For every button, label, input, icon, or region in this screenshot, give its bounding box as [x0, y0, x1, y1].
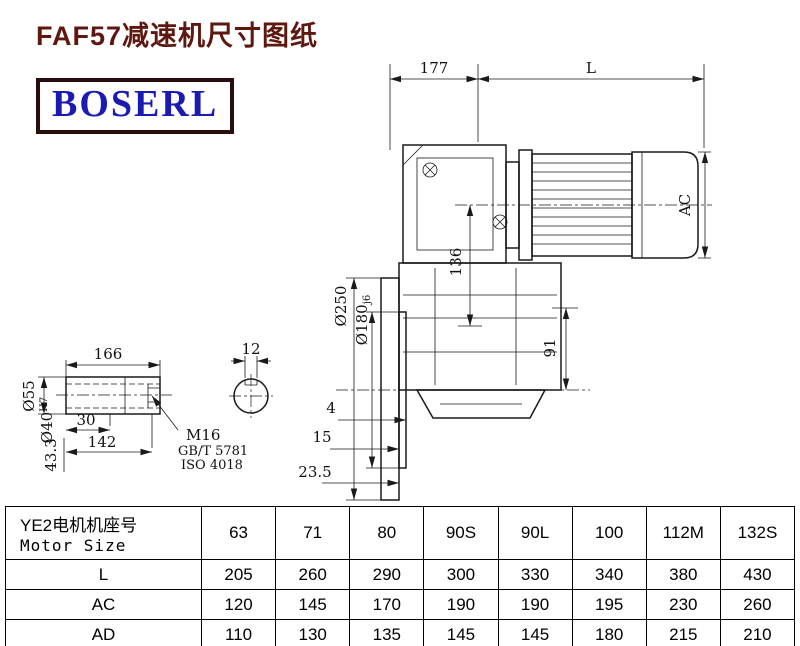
- size-col-header: 112M: [645, 506, 721, 560]
- table-cell: 145: [275, 589, 351, 620]
- table-cell: 145: [423, 619, 499, 646]
- size-col-header: 71: [275, 506, 351, 560]
- motor-outline: [455, 149, 712, 261]
- dimension-table: YE2电机机座号 Motor Size 63 71 80 90S 90L 100…: [5, 506, 796, 646]
- dimension-136: 136: [447, 205, 482, 327]
- dim-L-label: L: [586, 59, 596, 77]
- shaft-detail: 166 Ø55 Ø40H7 30 142 43.3 M16 GB/T 5781 …: [20, 345, 248, 473]
- table-cell: 230: [645, 589, 721, 620]
- thread-m16-label: M16: [186, 426, 220, 444]
- table-cell: 300: [423, 559, 499, 590]
- dim-15-label: 15: [312, 428, 331, 446]
- std-gbt-label: GB/T 5781: [178, 444, 248, 459]
- table-cell: 290: [349, 559, 425, 590]
- motor-size-header-cn: YE2电机机座号: [20, 516, 138, 535]
- dim-166-label: 166: [94, 345, 123, 363]
- dimension-91: 91: [541, 307, 578, 390]
- dim-12-label: 12: [241, 340, 260, 358]
- shaft-end-view: 12: [229, 340, 273, 418]
- table-cell: 205: [200, 559, 277, 590]
- table-cell: 195: [571, 589, 647, 620]
- size-col-header: 90L: [497, 506, 573, 560]
- dim-23-5-label: 23.5: [298, 463, 331, 481]
- dia-250-label: Ø250: [332, 286, 350, 327]
- screw-marker: [422, 162, 438, 178]
- std-iso-label: ISO 4018: [181, 458, 243, 473]
- dimension-dia180: Ø180j6: [353, 295, 399, 469]
- table-cell: 130: [275, 619, 351, 646]
- row-label: AD: [5, 619, 202, 646]
- dia-55-label: Ø55: [20, 380, 38, 411]
- table-row: AD 110 130 135 145 145 180 215 210: [5, 619, 796, 646]
- table-cell: 215: [645, 619, 721, 646]
- flange-outline: [336, 277, 590, 501]
- table-cell: 180: [571, 619, 647, 646]
- dimension-top: 177 L: [389, 59, 705, 150]
- table-cell: 340: [571, 559, 647, 590]
- boserl-logo: BOSERL: [36, 78, 235, 134]
- motor-size-header-en: Motor Size: [20, 536, 127, 555]
- screw-marker: [492, 214, 508, 230]
- page-title: FAF57减速机尺寸图纸: [36, 21, 319, 51]
- size-col-header: 80: [349, 506, 425, 560]
- table-row: AC 120 145 170 190 190 195 230 260: [5, 589, 796, 620]
- dim-30-label: 30: [76, 411, 95, 429]
- table-cell: 145: [497, 619, 573, 646]
- boserl-logo-text: BOSERL: [52, 83, 219, 125]
- dim-177-label: 177: [420, 59, 449, 77]
- table-cell: 190: [497, 589, 573, 620]
- size-col-header: 100: [571, 506, 647, 560]
- table-cell: 430: [719, 559, 796, 590]
- table-cell: 170: [349, 589, 425, 620]
- dim-91-label: 91: [541, 338, 559, 357]
- table-cell: 135: [349, 619, 425, 646]
- dim-ac-label: AC: [676, 194, 694, 217]
- dim-43-3-label: 43.3: [42, 438, 60, 471]
- row-label: AC: [5, 589, 202, 620]
- dimension-table-wrap: YE2电机机座号 Motor Size 63 71 80 90S 90L 100…: [5, 506, 796, 646]
- dimension-flange-thickness: 4 15 23.5: [298, 399, 406, 487]
- table-row: L 205 260 290 300 330 340 380 430: [5, 559, 796, 590]
- dimension-ac: AC: [676, 151, 711, 259]
- technical-drawing: 177 L AC: [20, 59, 712, 501]
- dim-136-label: 136: [447, 248, 465, 277]
- table-cell: 110: [200, 619, 277, 646]
- size-col-header: 63: [200, 506, 277, 560]
- dim-4-label: 4: [326, 399, 336, 417]
- size-col-header: 132S: [719, 506, 796, 560]
- table-cell: 210: [719, 619, 796, 646]
- dim-142-label: 142: [88, 433, 117, 451]
- table-cell: 260: [275, 559, 351, 590]
- table-cell: 190: [423, 589, 499, 620]
- table-cell: 330: [497, 559, 573, 590]
- motor-size-header: YE2电机机座号 Motor Size: [5, 506, 202, 560]
- size-col-header: 90S: [423, 506, 499, 560]
- table-cell: 380: [645, 559, 721, 590]
- row-label: L: [5, 559, 202, 590]
- gearbox-outline: [398, 144, 562, 419]
- table-cell: 120: [200, 589, 277, 620]
- table-cell: 260: [719, 589, 796, 620]
- dia-180-label: Ø180j6: [353, 295, 373, 345]
- dia-40-label: Ø40H7: [38, 397, 56, 443]
- dimension-dia250: Ø250: [332, 277, 381, 501]
